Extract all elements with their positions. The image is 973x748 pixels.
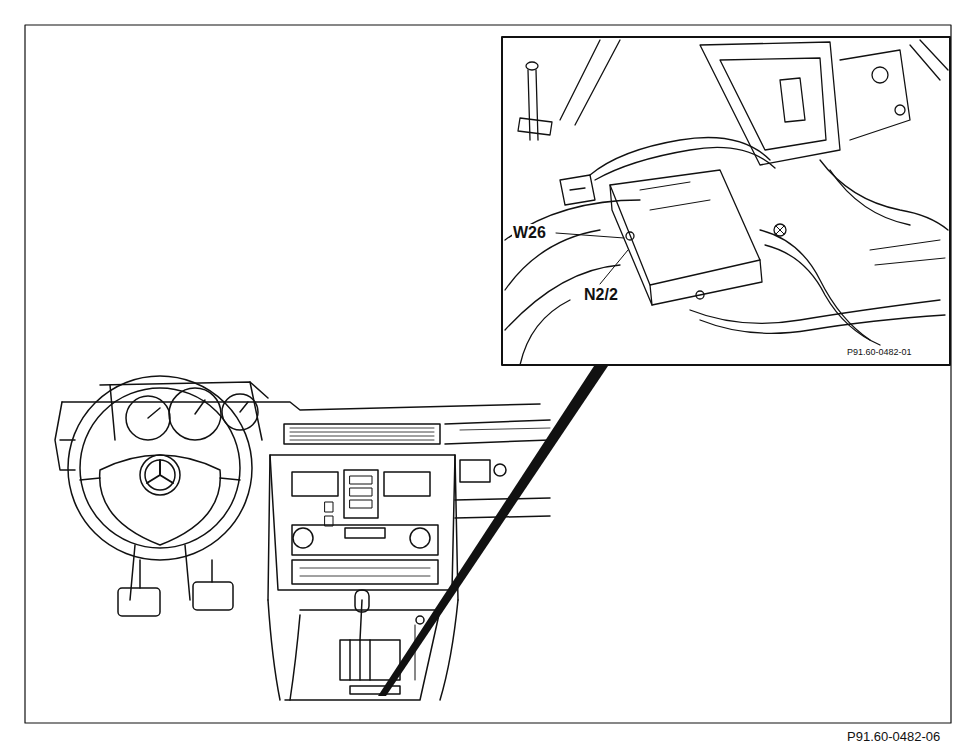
figure-code: P91.60-0482-01	[846, 348, 913, 358]
callout-label: W26	[512, 224, 547, 242]
figure-code: P91.60-0482-06	[846, 730, 941, 744]
callout-label: N2/2	[583, 286, 619, 304]
